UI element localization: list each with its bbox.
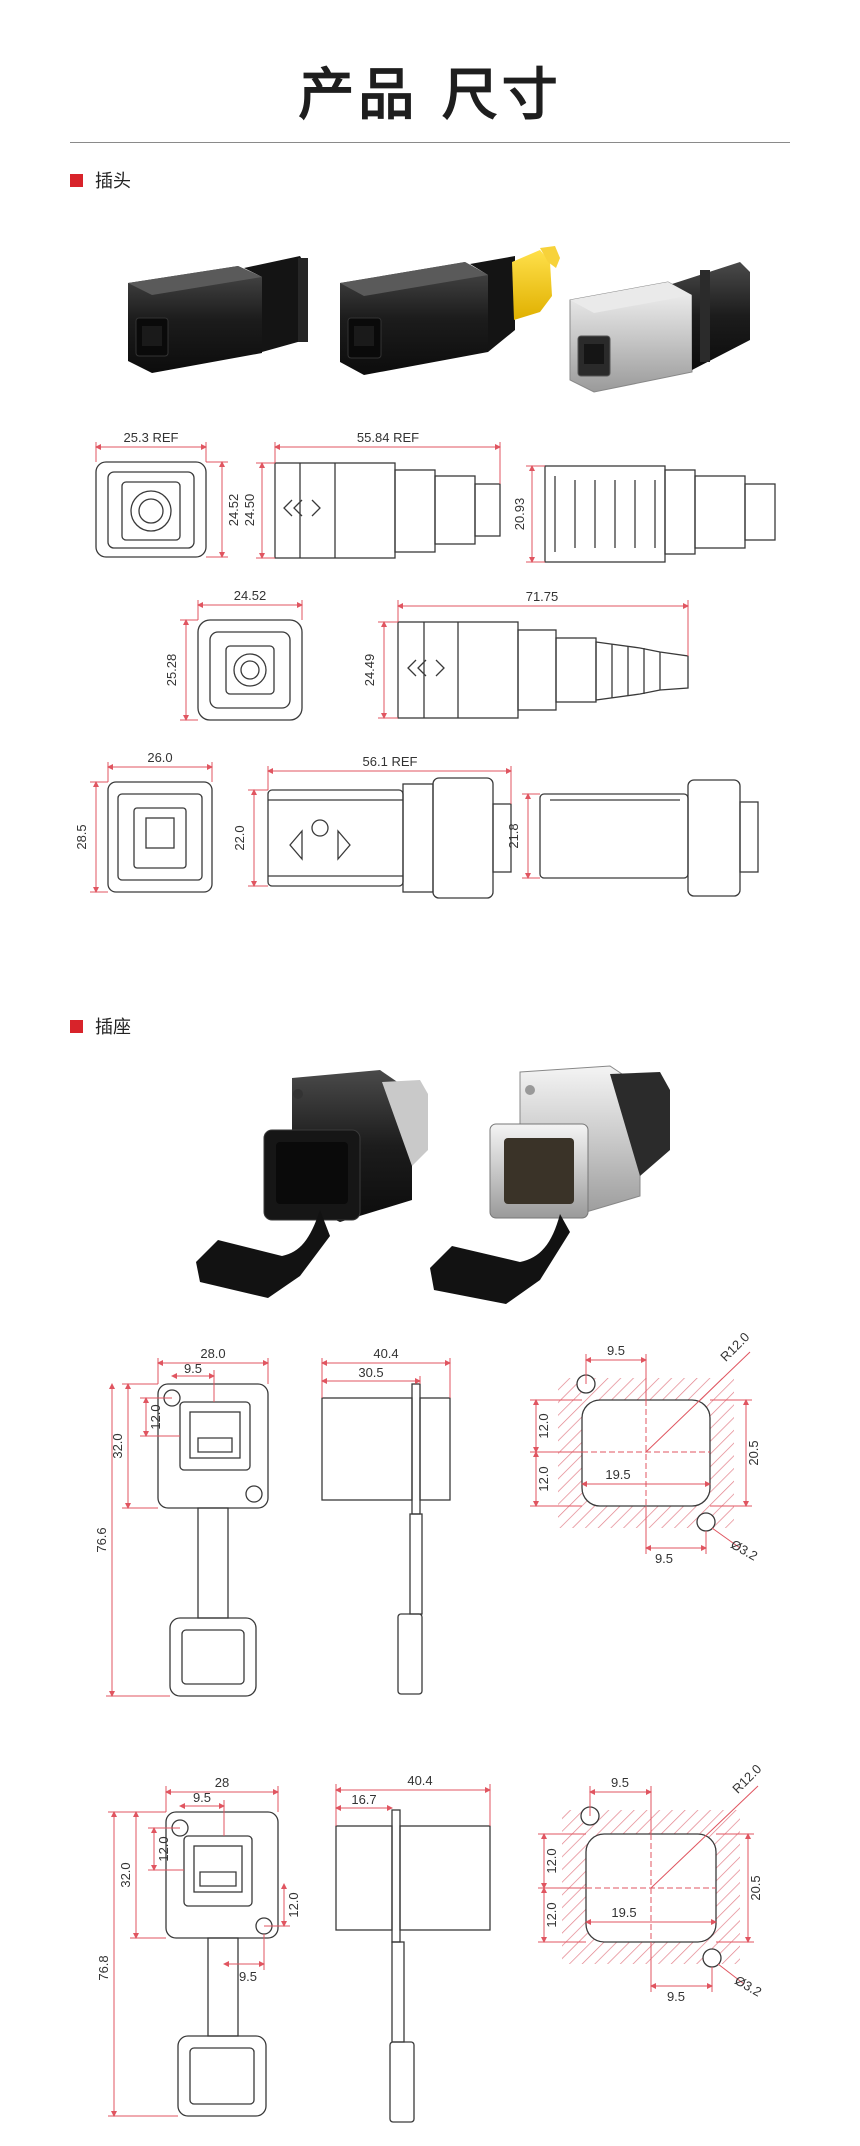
dim-socket-a-upper: 12.0 [148,1404,163,1429]
dim-plug1-top-height: 20.93 [512,498,527,531]
socket-b-drawings [165,1809,491,2123]
section-marker [70,173,83,187]
socket-a-cutout [558,1351,751,1532]
dim-plug1-front-height: 24.52 [226,494,241,527]
dim-plug2-front-width: 24.52 [234,588,267,603]
dim-socket-a-hole: Ø3.2 [728,1537,760,1564]
dim-plug2-front-height: 25.28 [164,654,179,687]
dim-socket-a-inner-width: 19.5 [605,1467,630,1482]
dim-socket-b-cut-h1: 12.0 [544,1848,559,1873]
dim-plug3-top-height: 21.8 [506,823,521,848]
dim-socket-a-total: 76.6 [94,1527,109,1552]
socket-b-cutout [562,1785,759,1968]
plug-photo-yellow [340,246,560,375]
section-heading-plug: 插头 [70,168,131,192]
plug-dims-row3: 26.0 28.5 56.1 REF 22.0 21.8 [74,750,540,893]
dim-plug3-side-height: 22.0 [232,825,247,850]
dim-plug1-side-length: 55.84 REF [357,430,419,445]
dim-socket-b-body: 32.0 [118,1862,133,1887]
dim-socket-a-side-total: 40.4 [373,1346,398,1361]
dim-socket-a-radius: R12.0 [717,1329,752,1364]
socket-photo-silver [430,1065,670,1304]
dim-plug3-front-width: 26.0 [147,750,172,765]
dim-socket-b-right-height: 20.5 [748,1875,763,1900]
plug-drawings-row2 [197,619,689,721]
dim-plug3-side-length: 56.1 REF [363,754,418,769]
dim-plug2-side-length: 71.75 [526,589,559,604]
dim-socket-a-cut-bottom: 9.5 [655,1551,673,1566]
dim-socket-b-upper: 12.0 [156,1836,171,1861]
dim-socket-b-cut-top: 9.5 [611,1775,629,1790]
dim-socket-b-bottom: 9.5 [239,1969,257,1984]
dim-socket-a-cut-h2: 12.0 [536,1466,551,1491]
page-title: 产品 尺寸 [298,63,562,128]
dim-socket-a-hole-x: 9.5 [184,1361,202,1376]
socket-a-drawings [157,1383,451,1697]
section-heading-socket: 插座 [70,1014,131,1038]
section-marker [70,1019,83,1033]
plug-dims-row2: 24.52 25.28 71.75 24.49 [164,588,689,721]
dim-socket-a-cut-top: 9.5 [607,1343,625,1358]
dim-socket-a-side-part: 30.5 [358,1365,383,1380]
dim-plug1-front-width: 25.3 REF [124,430,179,445]
socket-b-dims: 28 9.5 12.0 32.0 12.0 9.5 76.8 40.4 16.7… [96,1761,764,2117]
dim-socket-b-hole: Ø3.2 [732,1973,764,2000]
section-label-socket: 插座 [95,1017,131,1038]
dim-socket-b-right: 12.0 [286,1892,301,1917]
dim-socket-b-width: 28 [215,1775,229,1790]
dim-socket-a-width: 28.0 [200,1346,225,1361]
dim-plug1-side-height: 24.50 [242,494,257,527]
dim-socket-a-right-height: 20.5 [746,1440,761,1465]
dim-socket-b-radius: R12.0 [729,1761,764,1796]
plug-drawings-row1 [95,461,776,563]
plug-dims-row1: 25.3 REF 24.52 55.84 REF 24.50 20.93 [95,430,545,563]
dim-socket-b-inner-width: 19.5 [611,1905,636,1920]
dim-socket-b-total: 76.8 [96,1955,111,1980]
section-label-plug: 插头 [95,171,131,192]
dim-plug3-front-height: 28.5 [74,824,89,849]
dim-socket-b-side-total: 40.4 [407,1773,432,1788]
dim-socket-b-cut-bottom: 9.5 [667,1989,685,2004]
title-divider [70,142,790,143]
dim-plug2-side-height: 24.49 [362,654,377,687]
plug-photo-black [128,256,308,373]
dim-socket-b-side-part: 16.7 [351,1792,376,1807]
socket-photo-black [196,1070,428,1298]
plug-photo-silver [569,262,750,393]
dim-socket-a-cut-h1: 12.0 [536,1413,551,1438]
plug-drawings-row3 [107,777,759,899]
dim-socket-a-body: 32.0 [110,1433,125,1458]
dim-socket-b-hole-x: 9.5 [193,1790,211,1805]
dim-socket-b-cut-h2: 12.0 [544,1902,559,1927]
